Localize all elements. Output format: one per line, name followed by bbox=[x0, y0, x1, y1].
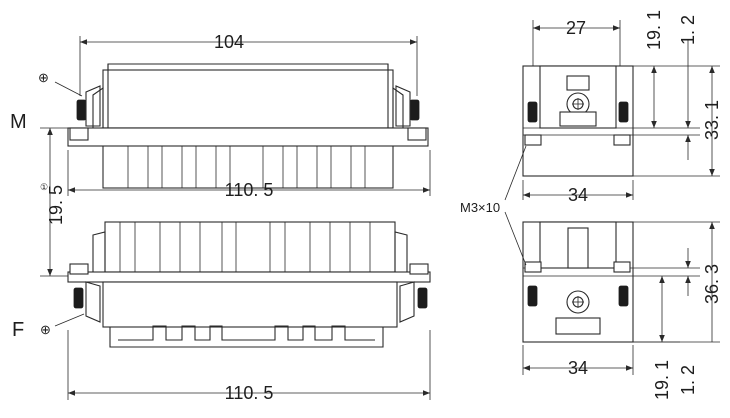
dim-side-bottom-h2: 19. 1 bbox=[652, 360, 672, 400]
dim-side-bottom-width: 34 bbox=[568, 358, 588, 378]
dim-male-total-width: 110. 5 bbox=[225, 180, 274, 200]
female-label: F bbox=[12, 319, 24, 341]
female-connector-side-view bbox=[522, 221, 634, 343]
dim-side-top-h3: 33. 1 bbox=[702, 100, 722, 140]
male-label: M bbox=[10, 111, 27, 133]
dim-side-bottom-h3: 1. 2 bbox=[678, 365, 698, 395]
ground-icon: ⊕ bbox=[38, 70, 49, 85]
dim-side-top-width: 27 bbox=[566, 18, 586, 38]
male-connector-front-view bbox=[67, 63, 429, 189]
dim-side-top-h1: 19. 1 bbox=[644, 10, 664, 50]
dim-side-bottom-h1: 36. 3 bbox=[702, 264, 722, 304]
dim-top-width: 104 bbox=[214, 32, 244, 52]
female-connector-front-view bbox=[67, 221, 431, 348]
ground-icon: ⊕ bbox=[40, 322, 51, 337]
dim-side-top-bottom-width: 34 bbox=[568, 185, 588, 205]
screw-note: M3×10 bbox=[460, 200, 500, 215]
footnote-mark: ① bbox=[40, 182, 48, 192]
male-connector-side-view bbox=[522, 65, 634, 177]
dim-female-total-width: 110. 5 bbox=[225, 383, 274, 403]
dim-gap-height: 19. 5 bbox=[46, 185, 66, 225]
drawing-labels: M F ⊕ ⊕ M3×10 104 110. 5 110. 5 19. 5 ① … bbox=[10, 10, 722, 403]
dimension-lines bbox=[40, 20, 720, 400]
dim-side-top-h2: 1. 2 bbox=[678, 15, 698, 45]
